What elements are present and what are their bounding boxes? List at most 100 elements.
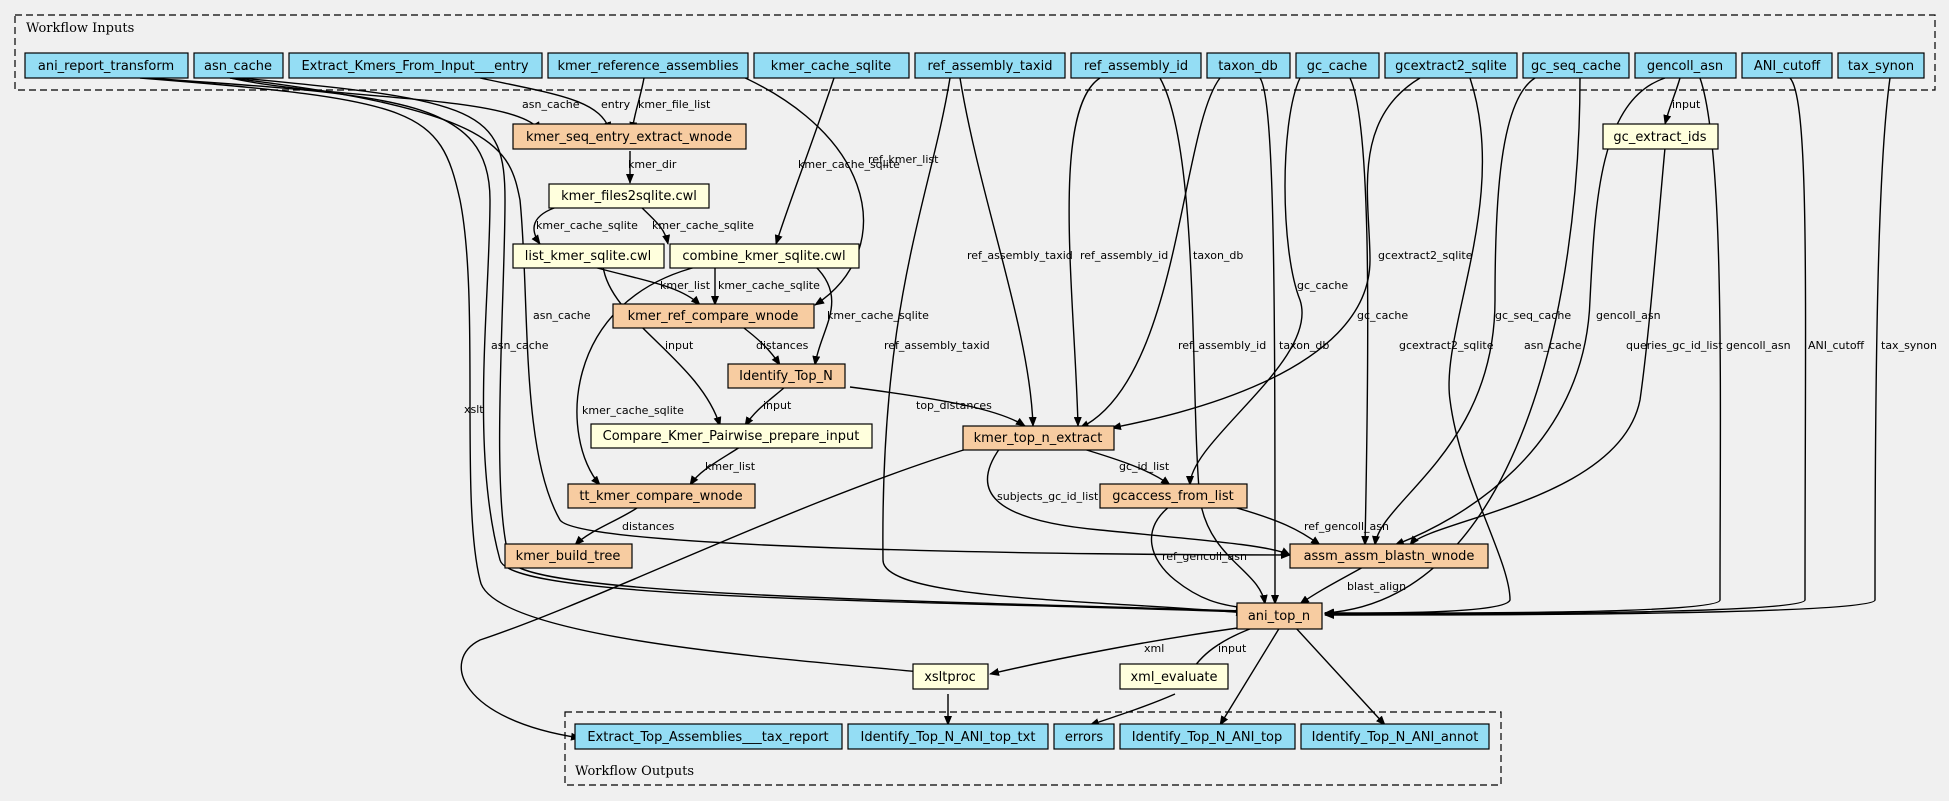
step-node-ani-top-n[interactable]: ani_top_n bbox=[1236, 602, 1323, 630]
step-node-gcaccess-from-list[interactable]: gcaccess_from_list bbox=[1099, 483, 1248, 509]
input-node[interactable]: gcextract2_sqlite bbox=[1384, 52, 1518, 79]
step-node-list-kmer-sqlite[interactable]: list_kmer_sqlite.cwl bbox=[512, 243, 665, 269]
edge-kmer-list-b bbox=[689, 446, 741, 486]
edge-taxon-db-a bbox=[1079, 77, 1221, 429]
workflow-outputs-cluster: Workflow Outputs bbox=[564, 711, 1502, 786]
edge-label: kmer_list bbox=[705, 460, 756, 473]
svg-text:Identify_Top_N_ANI_top: Identify_Top_N_ANI_top bbox=[1132, 730, 1283, 745]
input-node[interactable]: Extract_Kmers_From_Input___entry bbox=[288, 52, 543, 79]
output-node[interactable]: Identify_Top_N_ANI_top bbox=[1119, 723, 1296, 750]
svg-text:Extract_Top_Assemblies___tax_r: Extract_Top_Assemblies___tax_report bbox=[587, 730, 828, 745]
edge-label: asn_cache bbox=[522, 98, 580, 111]
edge-label: gcextract2_sqlite bbox=[1378, 249, 1473, 262]
edge-label: ref_assembly_id bbox=[1178, 339, 1266, 352]
edge-asn-cache-4 bbox=[239, 77, 1246, 615]
edge-asn-cache-3 bbox=[144, 77, 1246, 616]
edge-label: kmer_cache_sqlite bbox=[582, 404, 684, 417]
step-node-xml-evaluate[interactable]: xml_evaluate bbox=[1119, 663, 1229, 690]
edge-entry bbox=[479, 77, 612, 132]
step-node-gc-extract-ids[interactable]: gc_extract_ids bbox=[1602, 123, 1719, 150]
input-node[interactable]: gc_seq_cache bbox=[1522, 52, 1630, 79]
step-node-kmer-seq-entry-extract[interactable]: kmer_seq_entry_extract_wnode bbox=[512, 123, 747, 150]
input-node[interactable]: asn_cache bbox=[193, 52, 284, 79]
svg-text:kmer_cache_sqlite: kmer_cache_sqlite bbox=[771, 59, 891, 74]
edge-label: kmer_cache_sqlite bbox=[536, 219, 638, 232]
svg-text:kmer_reference_assemblies: kmer_reference_assemblies bbox=[557, 59, 738, 74]
input-node[interactable]: kmer_cache_sqlite bbox=[753, 52, 910, 79]
svg-text:ANI_cutoff: ANI_cutoff bbox=[1754, 59, 1821, 74]
edge-label: asn_cache bbox=[1524, 339, 1582, 352]
output-node[interactable]: errors bbox=[1053, 723, 1115, 750]
edge-gcextract2-a bbox=[1111, 77, 1421, 431]
edge-subjects-gc-id-list bbox=[986, 447, 1291, 556]
input-node[interactable]: ref_assembly_id bbox=[1070, 52, 1202, 79]
step-node-tt-kmer-compare[interactable]: tt_kmer_compare_wnode bbox=[567, 483, 756, 509]
svg-text:gcaccess_from_list: gcaccess_from_list bbox=[1112, 489, 1234, 504]
edge-label: input bbox=[665, 339, 694, 352]
edge-label: gcextract2_sqlite bbox=[1399, 339, 1494, 352]
edge-label: blast_align bbox=[1347, 580, 1406, 593]
edge-label: kmer_cache_sqlite bbox=[827, 309, 929, 322]
input-node[interactable]: gencoll_asn bbox=[1634, 52, 1737, 79]
input-node[interactable]: ref_assembly_taxid bbox=[914, 52, 1066, 79]
edge-to-extract-top bbox=[460, 447, 971, 741]
step-node-identify-top-n[interactable]: Identify_Top_N bbox=[727, 363, 846, 389]
output-node[interactable]: Identify_Top_N_ANI_annot bbox=[1300, 723, 1490, 750]
svg-text:ref_assembly_taxid: ref_assembly_taxid bbox=[928, 59, 1053, 74]
edge-gc-id-list bbox=[1079, 447, 1171, 486]
edge-asn-cache-to-kmer-seq bbox=[229, 77, 541, 132]
step-node-xsltproc[interactable]: xsltproc bbox=[912, 663, 989, 690]
svg-text:gc_extract_ids: gc_extract_ids bbox=[1613, 130, 1706, 145]
edge-label: gc_cache bbox=[1297, 279, 1348, 292]
edge-label: gc_cache bbox=[1357, 309, 1408, 322]
edge-label: kmer_cache_sqlite bbox=[718, 279, 820, 292]
svg-text:ref_assembly_id: ref_assembly_id bbox=[1084, 59, 1188, 74]
edges bbox=[139, 59, 1891, 741]
edge-asn-cache-right bbox=[1324, 77, 1581, 617]
edge-ref-assembly-taxid-a bbox=[959, 77, 1037, 427]
svg-text:gc_seq_cache: gc_seq_cache bbox=[1531, 59, 1621, 74]
svg-text:Extract_Kmers_From_Input___ent: Extract_Kmers_From_Input___entry bbox=[301, 59, 528, 74]
svg-text:kmer_seq_entry_extract_wnode: kmer_seq_entry_extract_wnode bbox=[526, 130, 732, 145]
edge-label: xslt bbox=[464, 403, 484, 416]
edge-label: kmer_dir bbox=[628, 158, 677, 171]
edge-label: gc_seq_cache bbox=[1495, 309, 1571, 322]
edge-ref-kmer-list bbox=[699, 59, 865, 306]
edge-input-a bbox=[602, 265, 722, 427]
edge-gc-cache-b bbox=[1349, 77, 1370, 546]
step-node-kmer-build-tree[interactable]: kmer_build_tree bbox=[504, 543, 633, 569]
svg-text:tax_synon: tax_synon bbox=[1848, 59, 1914, 74]
step-node-combine-kmer-sqlite[interactable]: combine_kmer_sqlite.cwl bbox=[669, 243, 860, 269]
edge-label: input bbox=[1218, 642, 1247, 655]
edge-gc-cache-a bbox=[1186, 77, 1303, 486]
step-node-kmer-files2sqlite[interactable]: kmer_files2sqlite.cwl bbox=[548, 183, 710, 209]
edge-label: gc_id_list bbox=[1119, 460, 1170, 473]
edge-files-to-combine bbox=[639, 205, 671, 245]
input-node[interactable]: gc_cache bbox=[1295, 52, 1380, 79]
edge-label: kmer_cache_sqlite bbox=[798, 158, 900, 171]
input-node[interactable]: ani_report_transform bbox=[24, 52, 189, 79]
svg-text:kmer_files2sqlite.cwl: kmer_files2sqlite.cwl bbox=[561, 189, 697, 204]
input-node[interactable]: taxon_db bbox=[1206, 52, 1291, 79]
input-node[interactable]: tax_synon bbox=[1837, 52, 1925, 79]
edge-distances-b bbox=[574, 505, 641, 546]
output-node[interactable]: Identify_Top_N_ANI_top_txt bbox=[847, 723, 1049, 750]
step-node-compare-kmer-pairwise[interactable]: Compare_Kmer_Pairwise_prepare_input bbox=[590, 423, 873, 449]
edge-combine-to-identify bbox=[812, 265, 833, 366]
edge-ref-assembly-id-b bbox=[1159, 77, 1268, 605]
edge-label: subjects_gc_id_list bbox=[997, 490, 1099, 503]
input-node[interactable]: kmer_reference_assemblies bbox=[547, 52, 749, 79]
input-nodes: ani_report_transform asn_cache Extract_K… bbox=[24, 52, 1925, 79]
edge-label: taxon_db bbox=[1279, 339, 1329, 352]
edge-label: kmer_list bbox=[660, 279, 711, 292]
edge-label: ref_gencoll_asn bbox=[1162, 550, 1247, 563]
step-node-assm-assm-blastn[interactable]: assm_assm_blastn_wnode bbox=[1289, 543, 1489, 569]
svg-text:kmer_build_tree: kmer_build_tree bbox=[516, 549, 621, 564]
step-node-kmer-top-n-extract[interactable]: kmer_top_n_extract bbox=[962, 425, 1115, 451]
step-node-kmer-ref-compare[interactable]: kmer_ref_compare_wnode bbox=[612, 303, 815, 329]
edge-ref-gencoll-asn-a bbox=[1229, 505, 1321, 546]
input-node[interactable]: ANI_cutoff bbox=[1741, 52, 1833, 79]
svg-text:Identify_Top_N_ANI_top_txt: Identify_Top_N_ANI_top_txt bbox=[861, 730, 1036, 745]
output-node[interactable]: Extract_Top_Assemblies___tax_report bbox=[574, 723, 843, 750]
svg-text:gencoll_asn: gencoll_asn bbox=[1647, 59, 1723, 74]
